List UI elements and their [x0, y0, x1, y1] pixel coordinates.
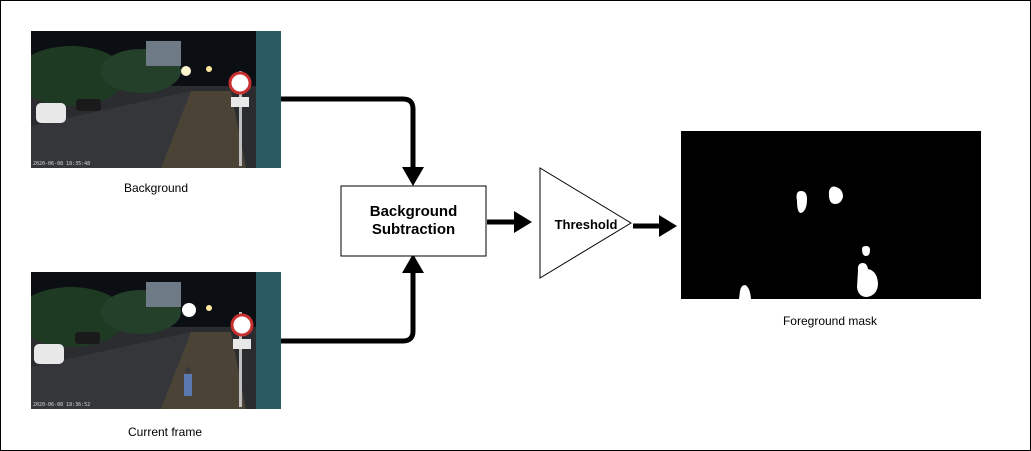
background-subtraction-line2: Subtraction [371, 221, 456, 238]
background-subtraction-box [340, 185, 487, 257]
threshold-label: Threshold [554, 217, 618, 232]
current-frame-image: 2020-06-08 18:36:52 [31, 272, 281, 409]
frame-to-subtraction-arrow [281, 271, 416, 344]
background-caption: Background [123, 181, 189, 195]
background-subtraction-label: Background Subtraction [341, 203, 486, 239]
foreground-mask-caption: Foreground mask [782, 314, 878, 328]
current-frame-caption: Current frame [127, 425, 203, 439]
current-frame-timestamp: 2020-06-08 18:36:52 [33, 402, 90, 408]
background-timestamp: 2020-06-08 18:35:48 [33, 161, 90, 167]
background-to-subtraction-arrow [281, 96, 416, 169]
background-image: 2020-06-08 18:35:48 [31, 31, 281, 168]
foreground-mask-image [681, 131, 981, 299]
threshold-triangle [539, 167, 632, 279]
background-subtraction-line1: Background [369, 203, 458, 220]
